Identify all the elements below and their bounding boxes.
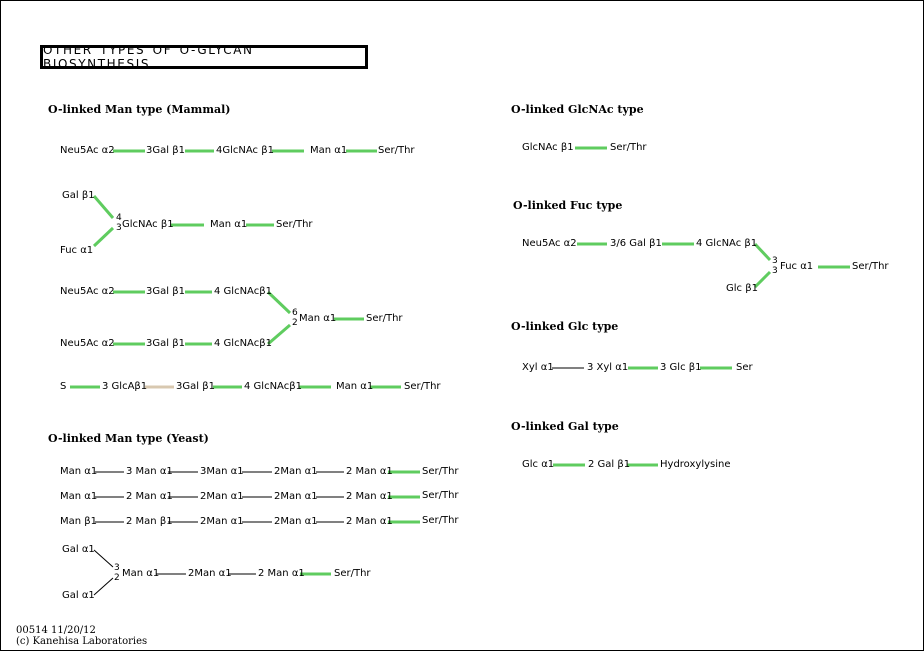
linkage-line [753,242,772,262]
section-man-mammal: O-linked Man type (Mammal) [48,103,231,116]
glycan-node[interactable]: 2Man α1 [188,568,232,579]
section-glcnac: O-linked GlcNAc type [511,103,644,116]
glycan-node[interactable]: 4 GlcNAcβ1 [214,286,272,297]
glycan-node[interactable]: Neu5Ac α2 [60,145,115,156]
glycan-node[interactable]: Ser [736,362,753,373]
glycan-node[interactable]: Xyl α1 [522,362,554,373]
linkage-position: 4 [116,213,122,223]
linkage-line [93,577,114,596]
glycan-node[interactable]: Ser/Thr [610,142,647,153]
copyright: (c) Kanehisa Laboratories [16,636,148,647]
linkage-line [93,549,114,568]
glycan-node[interactable]: 2Man α1 [274,491,318,502]
glycan-node[interactable]: Neu5Ac α2 [522,238,577,249]
glycan-node[interactable]: 2Man α1 [274,516,318,527]
glycan-node[interactable]: Man α1 [122,568,160,579]
glycan-node[interactable]: Neu5Ac α2 [60,286,115,297]
section-man-yeast: O-linked Man type (Yeast) [48,432,209,445]
glycan-node[interactable]: 2 Man β1 [126,516,173,527]
glycan-node[interactable]: 4 GlcNAcβ1 [214,338,272,349]
glycan-node[interactable]: GlcNAc β1 [522,142,574,153]
glycan-node[interactable]: 3/6 Gal β1 [610,238,662,249]
glycan-node[interactable]: 4 GlcNAc β1 [696,238,758,249]
section-fuc: O-linked Fuc type [513,199,623,212]
glycan-node[interactable]: 4GlcNAc β1 [216,145,274,156]
glycan-node[interactable]: Fuc α1 [60,245,94,256]
glycan-node[interactable]: Ser/Thr [422,490,459,501]
map-id: 00514 11/20/12 [16,625,96,636]
glycan-node[interactable]: 3Gal β1 [176,381,215,392]
glycan-node[interactable]: Gal α1 [62,544,95,555]
glycan-node[interactable]: Neu5Ac α2 [60,338,115,349]
glycan-node[interactable]: Man α1 [336,381,374,392]
glycan-node[interactable]: Ser/Thr [422,466,459,477]
section-gal: O-linked Gal type [511,420,619,433]
linkage-position: 6 [292,308,298,318]
linkage-position: 3 [114,563,120,573]
glycan-node[interactable]: Ser/Thr [422,515,459,526]
glycan-node[interactable]: Glc α1 [522,459,555,470]
glycan-node[interactable]: Ser/Thr [378,145,415,156]
glycan-node[interactable]: 2 Man α1 [258,568,305,579]
glycan-node[interactable]: GlcNAc β1 [122,219,174,230]
glycan-node[interactable]: 2 Gal β1 [588,459,631,470]
map-title: OTHER TYPES OF O-GLYCAN BIOSYNTHESIS [40,43,368,71]
glycan-node[interactable]: Man α1 [210,219,248,230]
linkage-position: 2 [292,318,298,328]
glycan-node[interactable]: S [60,381,67,392]
glycan-node[interactable]: 3Gal β1 [146,145,185,156]
glycan-node[interactable]: 2Man α1 [274,466,318,477]
glycan-node[interactable]: Ser/Thr [404,381,441,392]
glycan-node[interactable]: 2Man α1 [200,491,244,502]
glycan-node[interactable]: 3 Glc β1 [660,362,702,373]
linkage-line [92,195,115,219]
glycan-node[interactable]: 3 GlcAβ1 [102,381,148,392]
glycan-node[interactable]: 2 Man α1 [126,491,173,502]
glycan-node[interactable]: Hydroxylysine [660,459,731,470]
section-glc: O-linked Glc type [511,320,619,333]
glycan-node[interactable]: Man α1 [60,491,98,502]
glycan-node[interactable]: 3Gal β1 [146,286,185,297]
glycan-node[interactable]: Glc β1 [726,283,758,294]
glycan-node[interactable]: 3Man α1 [200,466,244,477]
glycan-node[interactable]: Gal α1 [62,590,95,601]
glycan-node[interactable]: Ser/Thr [276,219,313,230]
glycan-node[interactable]: 2Man α1 [200,516,244,527]
linkage-line [266,290,292,315]
linkage-position: 3 [116,223,122,233]
glycan-node[interactable]: 3 Xyl α1 [587,362,629,373]
linkage-line [753,270,772,289]
glycan-node[interactable]: Man α1 [60,466,98,477]
linkage-position: 2 [114,573,120,583]
glycan-node[interactable]: 3Gal β1 [146,338,185,349]
glycan-node[interactable]: Ser/Thr [852,261,889,272]
glycan-node[interactable]: Fuc α1 [780,261,814,272]
linkage-line [92,226,115,248]
glycan-node[interactable]: 2 Man α1 [346,466,393,477]
linkage-line [267,323,291,346]
glycan-node[interactable]: 2 Man α1 [346,491,393,502]
glycan-node[interactable]: 2 Man α1 [346,516,393,527]
glycan-node[interactable]: Man β1 [60,516,98,527]
glycan-node[interactable]: Gal β1 [62,190,95,201]
linkage-position: 3 [772,266,778,276]
glycan-node[interactable]: Man α1 [310,145,348,156]
linkage-position: 3 [772,256,778,266]
glycan-node[interactable]: 3 Man α1 [126,466,173,477]
glycan-node[interactable]: Ser/Thr [334,568,371,579]
glycan-node[interactable]: Ser/Thr [366,313,403,324]
glycan-node[interactable]: 4 GlcNAcβ1 [244,381,302,392]
glycan-node[interactable]: Man α1 [299,313,337,324]
